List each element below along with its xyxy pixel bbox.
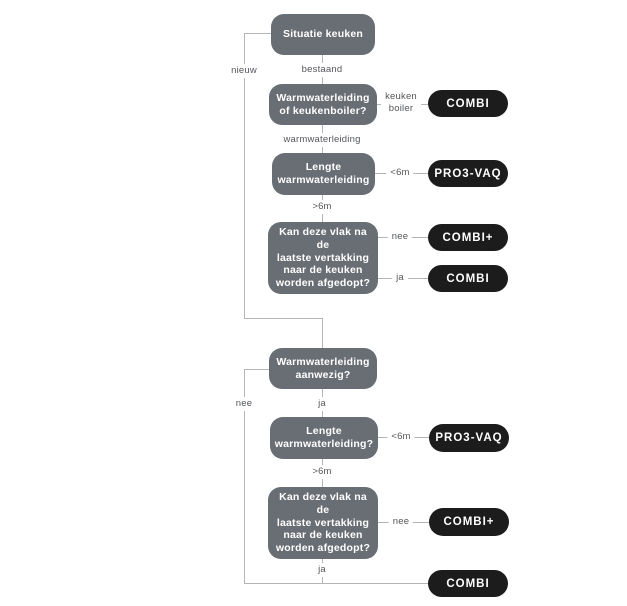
node-warmwaterleiding-of-keukenboiler: Warmwaterleiding of keukenboiler? [269,84,377,125]
result-pro3vaq-1: PRO3-VAQ [428,160,508,187]
result-pro3vaq-2: PRO3-VAQ [429,424,509,452]
edge-label-bestaand: bestaand [297,63,347,77]
connector-nieuw-down [244,33,245,318]
connector-into-aanwezig [322,318,323,348]
edge-label-lt6m-2: <6m [387,430,415,444]
edge-label-keuken-boiler: keuken boiler [381,90,421,116]
edge-label-nieuw: nieuw [227,64,261,78]
edge-label-nee-1: nee [387,230,413,244]
edge-label-nee-2: nee [231,397,257,411]
result-combi-plus-1: COMBI+ [428,224,508,251]
node-kan-afgedopt-2: Kan deze vlak na de laatste vertakking n… [268,487,378,559]
edge-label-warmwaterleiding: warmwaterleiding [279,133,365,147]
connector-bottom-combi [244,583,428,584]
node-warmwaterleiding-aanwezig: Warmwaterleiding aanwezig? [269,348,377,389]
edge-label-ja-3: ja [314,563,330,577]
result-combi-plus-2: COMBI+ [429,508,509,536]
edge-label-ja-1: ja [392,271,408,285]
result-combi-2: COMBI [428,265,508,292]
node-situatie-keuken: Situatie keuken [271,14,375,55]
edge-label-gt6m-2: >6m [308,465,336,479]
edge-label-lt6m-1: <6m [386,166,414,180]
node-lengte-warmwaterleiding-2: Lengte warmwaterleiding? [270,417,378,459]
connector-aanwezig-nee-left [244,369,269,370]
connector-situatie-nieuw [244,33,271,34]
node-kan-afgedopt-1: Kan deze vlak na de laatste vertakking n… [268,222,378,294]
connector-nee2-down [244,369,245,583]
edge-label-nee-3: nee [388,515,414,529]
result-combi-3: COMBI [428,570,508,597]
node-lengte-warmwaterleiding-1: Lengte warmwaterleiding [272,153,375,195]
connector-nieuw-to-aanwezig [244,318,322,319]
edge-label-gt6m-1: >6m [308,200,336,214]
edge-label-ja-2: ja [314,397,330,411]
result-combi-1: COMBI [428,90,508,117]
